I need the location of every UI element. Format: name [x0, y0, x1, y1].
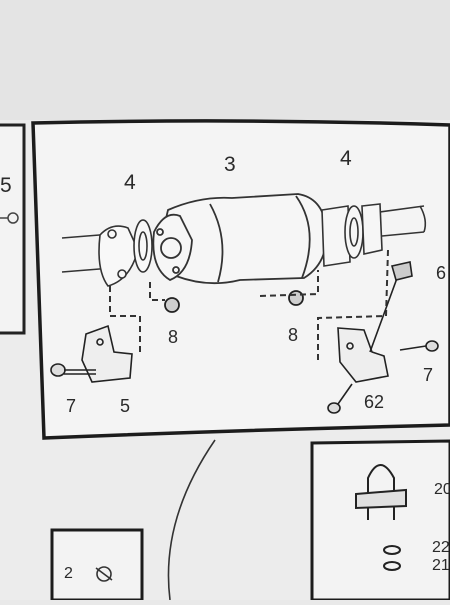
part-label-3: 3	[224, 153, 236, 176]
part-label-62: 62	[364, 392, 385, 412]
left-partial-panel	[0, 123, 26, 335]
part-label-5: 5	[120, 396, 131, 416]
clamp-label-22: 22	[432, 539, 450, 556]
nut-icon-left	[164, 297, 180, 313]
part-2-icon	[95, 566, 113, 582]
part-label-8-left: 8	[168, 327, 179, 347]
left-bracket-5	[81, 324, 133, 383]
dashed-leaders	[109, 249, 389, 362]
clamp-label-20: 20	[434, 481, 450, 498]
bottom-right-panel	[310, 439, 450, 602]
part-label-4-right: 4	[340, 147, 352, 170]
right-bracket	[337, 269, 401, 383]
left-panel-bolt-icon	[0, 212, 19, 224]
left-bolt-7	[50, 363, 96, 377]
clamp-label-21: 21	[432, 557, 450, 574]
part-label-7-left: 7	[66, 396, 77, 416]
bottom-left-panel-label: 2	[64, 565, 73, 582]
left-flange	[98, 225, 139, 287]
left-panel-label: 5	[0, 174, 12, 197]
right-outlet	[321, 203, 427, 267]
clip-icon-62	[390, 261, 413, 281]
connector-curve	[167, 439, 216, 601]
left-gasket	[133, 219, 153, 273]
part-label-8-right: 8	[288, 325, 299, 345]
u-clamp-icon	[355, 464, 407, 571]
part-label-6-partial: 6	[436, 263, 447, 283]
top-shadow	[0, 0, 450, 120]
part-label-7-right: 7	[423, 365, 434, 385]
nut-icon-right	[288, 290, 304, 306]
part-label-4-left: 4	[124, 171, 136, 194]
right-bolt-7	[399, 340, 439, 352]
catalytic-converter	[152, 193, 328, 285]
bolt-62	[327, 383, 353, 414]
